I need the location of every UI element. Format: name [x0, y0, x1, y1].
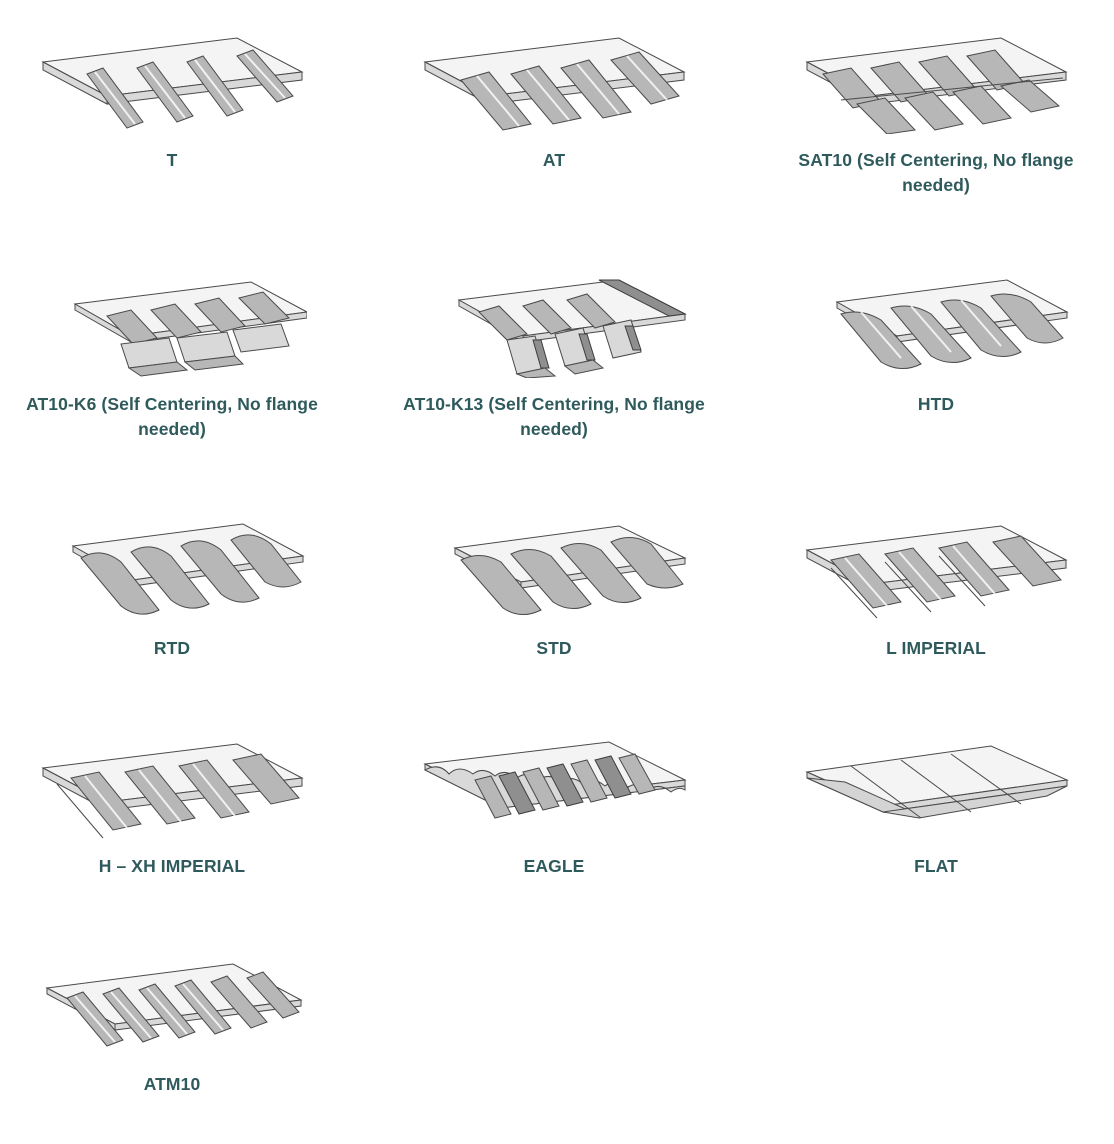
profile-card-htd[interactable]: HTD [766, 278, 1106, 417]
htd-belt-profile-icon [835, 279, 1069, 369]
profile-label-at[interactable]: AT [542, 150, 566, 170]
atm10-belt-profile-icon [45, 963, 303, 1047]
profile-label-sat10[interactable]: SAT10 (Self Centering, No flange needed) [798, 150, 1074, 195]
profile-label-eagle[interactable]: EAGLE [523, 856, 585, 876]
at10-k6-belt-profile-icon [73, 281, 307, 377]
eagle-belt-profile-icon [423, 741, 687, 819]
profile-card-std[interactable]: STD [384, 522, 724, 661]
profile-label-std[interactable]: STD [536, 638, 572, 658]
profile-card-sat10[interactable]: SAT10 (Self Centering, No flange needed) [766, 34, 1106, 198]
flat-belt-profile-icon [805, 745, 1069, 819]
profile-card-flat[interactable]: FLAT [766, 740, 1106, 879]
h-xh-imperial-belt-profile-icon [41, 743, 304, 839]
profile-card-atm10[interactable]: ATM10 [2, 958, 342, 1097]
profile-card-h-xh-imperial[interactable]: H – XH IMPERIAL [2, 740, 342, 879]
profile-label-at10-k13[interactable]: AT10-K13 (Self Centering, No flange need… [403, 394, 705, 439]
profile-label-h-xh-imperial[interactable]: H – XH IMPERIAL [98, 856, 246, 876]
profile-label-l-imperial[interactable]: L IMPERIAL [886, 638, 986, 658]
profile-label-rtd[interactable]: RTD [153, 638, 191, 658]
profile-card-eagle[interactable]: EAGLE [384, 740, 724, 879]
profile-card-at10-k13[interactable]: AT10-K13 (Self Centering, No flange need… [384, 278, 724, 442]
profile-label-at10-k6[interactable]: AT10-K6 (Self Centering, No flange neede… [26, 394, 318, 439]
profile-card-at[interactable]: AT [384, 34, 724, 173]
profile-label-atm10[interactable]: ATM10 [143, 1074, 201, 1094]
at10-k13-belt-profile-icon [457, 279, 687, 378]
t-belt-profile-icon [41, 37, 304, 129]
profile-card-rtd[interactable]: RTD [2, 522, 342, 661]
rtd-belt-profile-icon [71, 523, 305, 615]
profile-label-flat[interactable]: FLAT [914, 856, 958, 876]
profile-card-l-imperial[interactable]: L IMPERIAL [766, 522, 1106, 661]
l-imperial-belt-profile-icon [805, 525, 1068, 619]
profile-label-t[interactable]: T [166, 150, 178, 170]
at-belt-profile-icon [423, 37, 686, 131]
profile-card-t[interactable]: T [2, 34, 342, 173]
std-belt-profile-icon [453, 525, 687, 615]
sat10-belt-profile-icon [805, 37, 1068, 134]
profile-label-htd[interactable]: HTD [917, 394, 955, 414]
profile-card-at10-k6[interactable]: AT10-K6 (Self Centering, No flange neede… [2, 278, 342, 442]
